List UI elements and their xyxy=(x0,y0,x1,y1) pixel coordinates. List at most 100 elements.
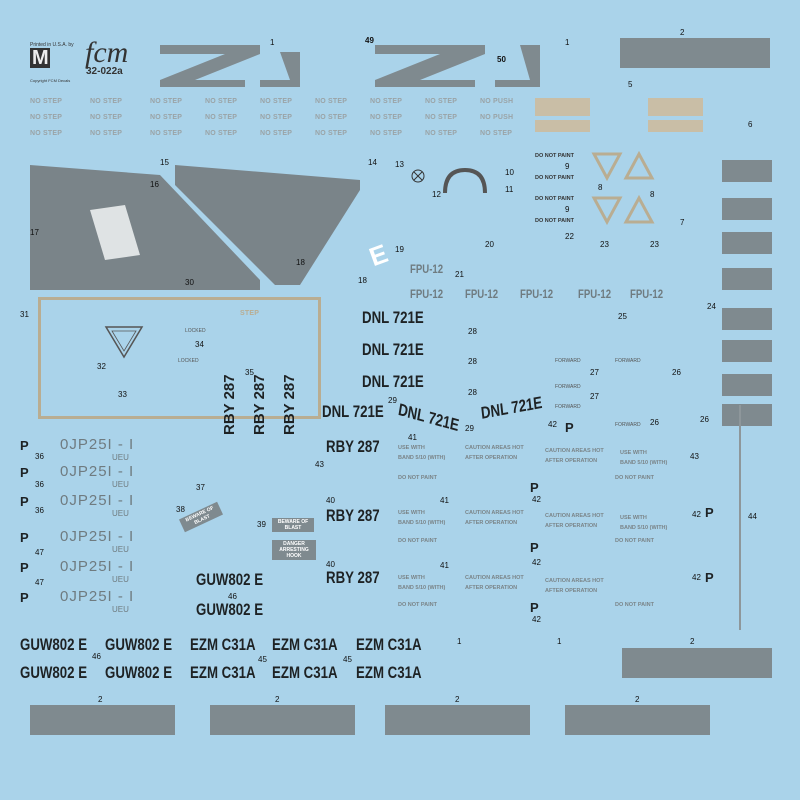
guw-3: GUW802 E xyxy=(20,635,88,654)
caution-label: CAUTION AREAS HOT xyxy=(545,578,604,584)
num-16: 16 xyxy=(150,180,159,189)
caution-label: CAUTION AREAS HOT xyxy=(545,448,604,454)
rby-v3: RBY 287 xyxy=(281,374,298,435)
locked-2: LOCKED xyxy=(178,358,199,364)
vertical-line xyxy=(739,405,741,630)
nostep-label: NO STEP xyxy=(90,98,123,105)
num-28b: 28 xyxy=(468,357,477,366)
beige-box-2 xyxy=(648,98,703,116)
num-31: 31 xyxy=(20,310,29,319)
caution-label: USE WITH xyxy=(398,445,425,451)
num-9a: 9 xyxy=(565,162,570,171)
right-grey-bar xyxy=(722,268,772,290)
right-grey-bar xyxy=(722,308,772,330)
nostep-label: NO STEP xyxy=(370,98,403,105)
fpu-5: FPU-12 xyxy=(578,287,612,301)
num-28a: 28 xyxy=(468,327,477,336)
fwd-4: FORWARD xyxy=(555,404,581,410)
fpu-4: FPU-12 xyxy=(520,287,554,301)
bottom-bar-right xyxy=(622,648,772,678)
rby-3: RBY 287 xyxy=(326,568,380,587)
printed-label: Printed in U.S.A. by xyxy=(30,42,74,48)
dnl-5: DNL 721E xyxy=(396,400,461,436)
num-24: 24 xyxy=(707,302,716,311)
caution-label: BAND 5/10 (WITH) xyxy=(620,460,668,466)
right-grey-bar xyxy=(722,404,772,426)
num-14: 14 xyxy=(368,158,377,167)
num-44: 44 xyxy=(748,512,757,521)
caution-label: BAND 5/10 (WITH) xyxy=(398,520,446,526)
num-5: 5 xyxy=(628,80,633,89)
num-42: 42 xyxy=(692,573,701,582)
guw-2: GUW802 E xyxy=(196,600,264,619)
nostep-label: NO STEP xyxy=(260,98,293,105)
num-11: 11 xyxy=(505,185,514,194)
nostep-label: NO STEP xyxy=(150,98,183,105)
num-38: 38 xyxy=(176,505,185,514)
num-43b: 43 xyxy=(690,452,699,461)
num-1-top2: 1 xyxy=(565,38,570,47)
caution-label: BAND 5/10 (WITH) xyxy=(398,455,446,461)
rby-v1: RBY 287 xyxy=(221,374,238,435)
chevron-b xyxy=(260,52,300,87)
ueu-marking: UEU xyxy=(112,509,129,518)
num-34: 34 xyxy=(195,340,204,349)
right-grey-bar xyxy=(722,340,772,362)
caution-label: BAND 5/10 (WITH) xyxy=(620,525,668,531)
logo-subtext: Copyright FCM Decals xyxy=(30,78,71,83)
dnl-1: DNL 721E xyxy=(362,308,424,327)
num-2-b2: 2 xyxy=(275,695,280,704)
p-marking: P xyxy=(530,540,539,555)
fpu-2: FPU-12 xyxy=(410,287,444,301)
logo-code: 32-022a xyxy=(86,66,123,77)
ezm-6: EZM C31A xyxy=(356,663,422,682)
ezm-3: EZM C31A xyxy=(356,635,422,654)
nostep-label: NO STEP xyxy=(260,114,293,121)
nostep-label: NO STEP xyxy=(260,130,293,137)
num-47: 47 xyxy=(35,548,44,557)
nostep-label: NO STEP xyxy=(425,114,458,121)
caution-label: AFTER OPERATION xyxy=(465,455,518,461)
p-marking: P xyxy=(530,600,539,615)
num-12: 12 xyxy=(432,190,441,199)
num-46a: 46 xyxy=(228,592,237,601)
beware-blast-1: BEWARE OF BLAST xyxy=(179,501,223,533)
top-right-bar xyxy=(620,38,770,68)
num-28c: 28 xyxy=(468,388,477,397)
num-1-b1: 1 xyxy=(457,637,462,646)
nostep-label: NO STEP xyxy=(370,130,403,137)
danger-hook: DANGER ARRESTING HOOK xyxy=(272,540,316,560)
num-42: 42 xyxy=(532,615,541,624)
top-chevrons xyxy=(160,45,540,87)
nostep-label: NO STEP xyxy=(315,130,348,137)
logo-m-box xyxy=(30,48,50,68)
nostep-label: NO STEP xyxy=(90,114,123,121)
ojp-marking: 0JP25I - I xyxy=(60,492,135,509)
num-27a: 27 xyxy=(590,368,599,377)
num-21: 21 xyxy=(455,270,464,279)
num-30: 30 xyxy=(185,278,194,287)
num-42: 42 xyxy=(692,510,701,519)
ojp-marking: 0JP25I - I xyxy=(60,528,135,545)
num-17: 17 xyxy=(30,228,39,237)
ojp-marking: 0JP25I - I xyxy=(60,558,135,575)
beige-box-4 xyxy=(648,120,703,132)
triangles xyxy=(591,150,655,226)
nostep-label: NO STEP xyxy=(30,98,63,105)
guw-4: GUW802 E xyxy=(105,635,173,654)
num-1-top: 1 xyxy=(270,38,275,47)
nostep-label: NO STEP xyxy=(150,130,183,137)
num-7: 7 xyxy=(680,218,685,227)
num-42: 42 xyxy=(532,495,541,504)
p-marking: P xyxy=(530,480,539,495)
guw-6: GUW802 E xyxy=(105,663,173,682)
caution-label: AFTER OPERATION xyxy=(545,523,598,529)
fwd-2: FORWARD xyxy=(615,358,641,364)
guw-5: GUW802 E xyxy=(20,663,88,682)
fwd-3: FORWARD xyxy=(555,384,581,390)
num-40b: 40 xyxy=(326,560,335,569)
caution-label: USE WITH xyxy=(398,510,425,516)
fwd-5: FORWARD xyxy=(615,422,641,428)
num-2-b3: 2 xyxy=(455,695,460,704)
